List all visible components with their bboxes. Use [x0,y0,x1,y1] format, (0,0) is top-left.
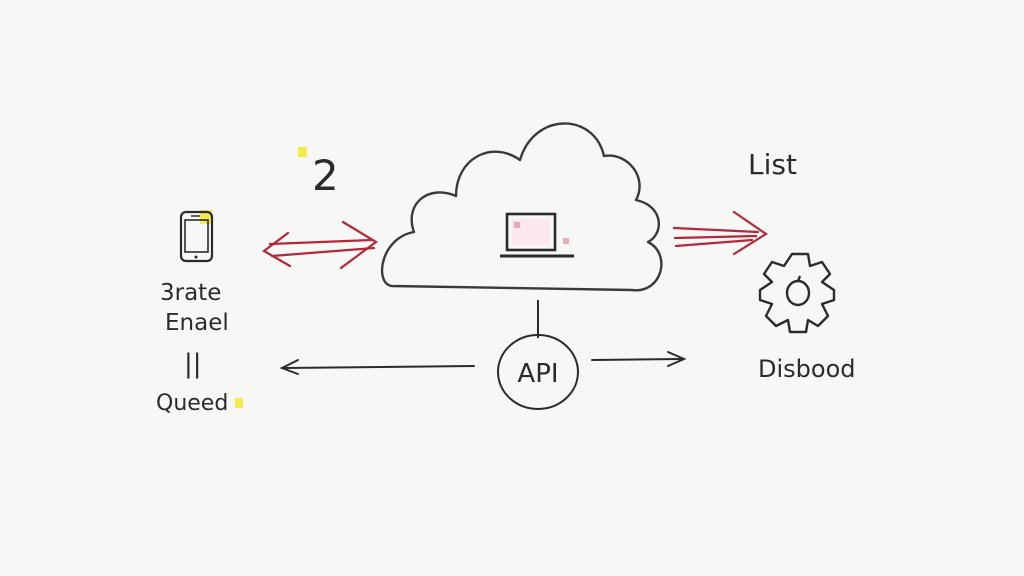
red-output-arrow [672,210,769,256]
left-label-line-1: 3rate [160,280,221,306]
right-label: Disbood [758,355,856,383]
highlight-mark [235,398,243,408]
api-node: API [497,334,579,410]
highlight-mark [298,147,307,157]
cloud-icon [380,122,663,292]
api-label: API [517,359,558,389]
left-label-line-4: Queed [156,391,228,416]
phone-icon [179,210,214,263]
step-number: 2 [312,151,339,200]
api-left-arrow [279,359,475,375]
bidirectional-red-arrow [262,220,378,270]
left-label-line-2: Enael [165,310,229,336]
left-labels: 3rate Enael || Queed [156,280,243,416]
api-right-arrow [591,351,687,367]
laptop-icon [500,212,574,258]
left-label-line-3: || [184,349,202,379]
list-label: List [748,148,797,181]
step-number-group: 2 [298,147,339,200]
gear-icon [758,252,836,334]
